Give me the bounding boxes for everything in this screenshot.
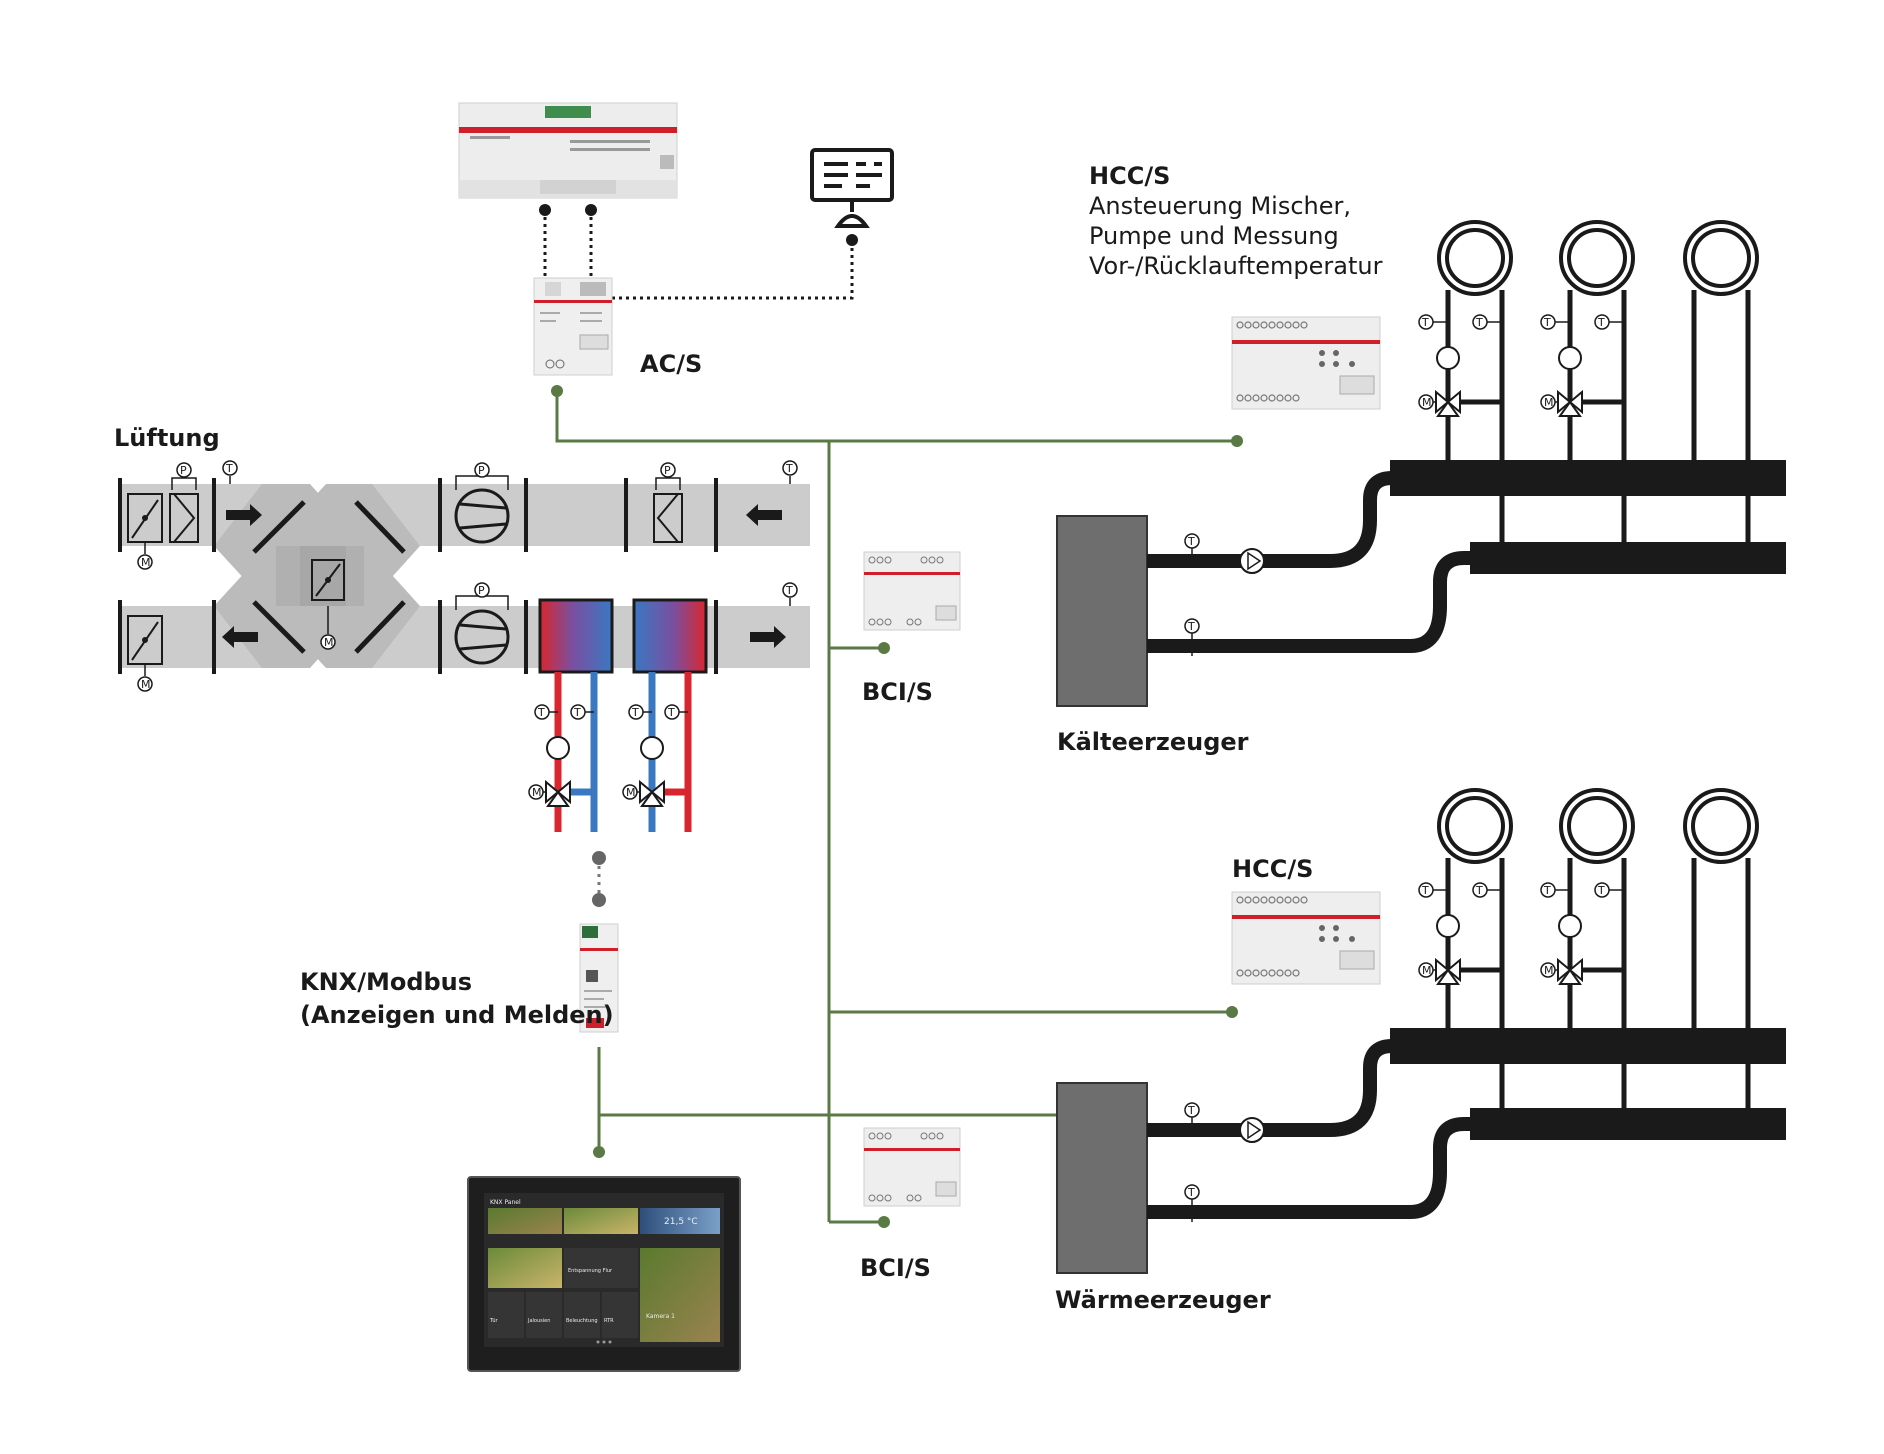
- heater-supply-temp: T: [1187, 1104, 1195, 1117]
- fan1-pressure-symbol: P: [478, 464, 485, 477]
- coil1-return-temp: T: [573, 706, 581, 719]
- fan2-pressure-symbol: P: [478, 584, 485, 597]
- ac-gateway-device: [458, 102, 678, 199]
- panel-tile-4: RTR: [604, 1318, 614, 1324]
- coil2-return-temp: T: [667, 706, 675, 719]
- panel-temperature: 21,5 °C: [664, 1217, 698, 1227]
- cool-loop2-supply-temp: T: [1543, 316, 1551, 329]
- panel-scene: Entspannung Flur: [568, 1268, 613, 1274]
- heater-return-temp: T: [1187, 1186, 1195, 1199]
- air-handling-unit: M M M P: [118, 460, 810, 692]
- chiller-return-temp: T: [1187, 620, 1195, 633]
- filter2-pressure-symbol: P: [664, 464, 671, 477]
- knx-modbus-label-line2: (Anzeigen und Melden): [300, 1001, 614, 1029]
- coil1-supply-temp: T: [537, 706, 545, 719]
- coil2-valve-motor: M: [626, 786, 636, 799]
- bci-top-label: BCI/S: [862, 678, 933, 706]
- bci-device-top: [863, 551, 961, 631]
- exhaust-temp-symbol: T: [785, 584, 793, 597]
- cool-loop1-valve-motor: M: [1422, 396, 1432, 409]
- hcc-top-desc-line1: Ansteuerung Mischer,: [1089, 192, 1351, 220]
- ventilation-label: Lüftung: [114, 424, 220, 452]
- knx-bus-lines: [555, 391, 1237, 1224]
- hcc-bottom-title: HCC/S: [1232, 855, 1313, 883]
- hcc-device-bottom: [1231, 891, 1381, 985]
- cool-loop2-return-temp: T: [1597, 316, 1605, 329]
- knx-modbus-gateway: [579, 923, 619, 1033]
- chiller-plant: T T: [1056, 220, 1786, 707]
- ac-s-module: [533, 277, 613, 376]
- monitor-icon: [810, 148, 894, 228]
- touch-panel: KNX Panel 21,5 °C Entspannung Flur Kamer…: [467, 1176, 741, 1372]
- coil-hydraulics: T T T T M M: [528, 672, 692, 832]
- cool-loop1-return-temp: T: [1475, 316, 1483, 329]
- panel-tile-1: Tür: [489, 1318, 499, 1324]
- heat-loop1-return-temp: T: [1475, 884, 1483, 897]
- bus-nodes: [551, 385, 1243, 1228]
- hcc-top-title: HCC/S: [1089, 162, 1170, 190]
- cool-loop2-valve-motor: M: [1544, 396, 1554, 409]
- panel-tile-2: Jalousien: [527, 1318, 550, 1324]
- ac-s-label: AC/S: [640, 350, 702, 378]
- outdoor-temp-symbol: T: [785, 462, 793, 475]
- chiller-supply-temp: T: [1187, 535, 1195, 548]
- damper1-motor-symbol: M: [141, 556, 151, 569]
- hcc-device-top: [1231, 316, 1381, 410]
- hcc-top-caption: HCC/S Ansteuerung Mischer, Pumpe und Mes…: [1089, 162, 1383, 280]
- bci-bottom-label: BCI/S: [860, 1254, 931, 1282]
- damper2-motor-symbol: M: [141, 678, 151, 691]
- heater-label: Wärmeerzeuger: [1055, 1286, 1271, 1314]
- chiller-label: Kälteerzeuger: [1057, 728, 1249, 756]
- dotted-connections: [543, 210, 854, 300]
- modbus-dotted-link: [592, 851, 606, 907]
- panel-camera: Kamera 1: [646, 1313, 675, 1320]
- hcc-top-desc-line2: Pumpe und Messung: [1089, 222, 1339, 250]
- cool-loop1-supply-temp: T: [1421, 316, 1429, 329]
- supply-temp-symbol: T: [225, 462, 233, 475]
- coil2-supply-temp: T: [631, 706, 639, 719]
- dotted-connection-nodes: [539, 204, 858, 246]
- heat-loop2-supply-temp: T: [1543, 884, 1551, 897]
- bci-device-bottom: [863, 1127, 961, 1207]
- panel-header: KNX Panel: [490, 1199, 521, 1206]
- panel-tile-3: Beleuchtung: [566, 1318, 598, 1324]
- knx-modbus-label-line1: KNX/Modbus: [300, 968, 472, 996]
- hcc-top-desc-line3: Vor-/Rücklauftemperatur: [1089, 252, 1383, 280]
- heat-loop2-return-temp: T: [1597, 884, 1605, 897]
- heater-plant: T T: [1056, 788, 1786, 1274]
- hx-motor-symbol: M: [324, 636, 334, 649]
- filter1-pressure-symbol: P: [180, 464, 187, 477]
- heat-loop1-valve-motor: M: [1422, 964, 1432, 977]
- heat-loop1-supply-temp: T: [1421, 884, 1429, 897]
- coil1-valve-motor: M: [532, 786, 542, 799]
- heat-loop2-valve-motor: M: [1544, 964, 1554, 977]
